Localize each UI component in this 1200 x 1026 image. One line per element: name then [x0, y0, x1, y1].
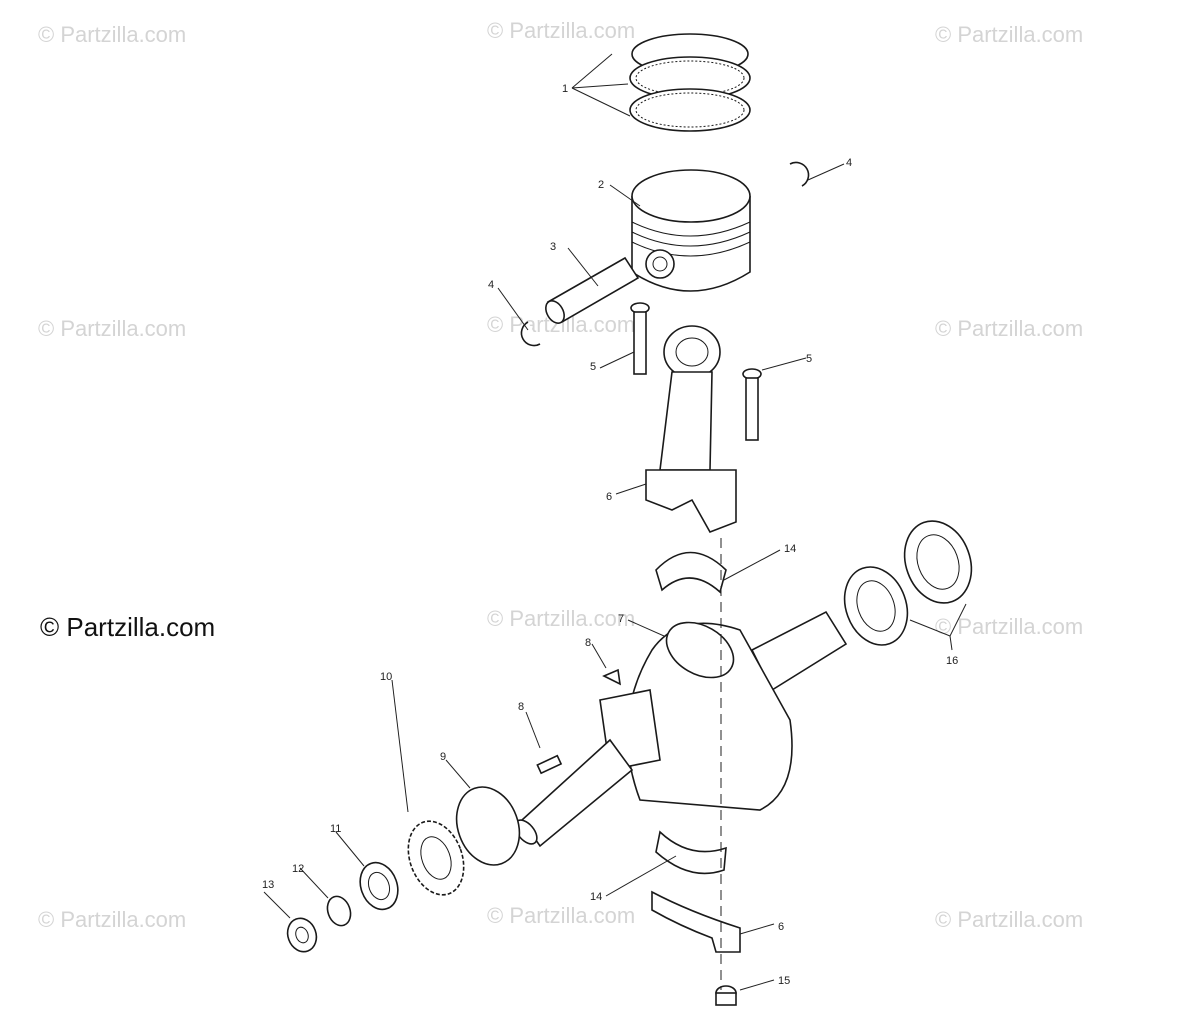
callout-12: 12	[292, 863, 304, 875]
lock-nut	[359, 861, 399, 911]
brand-copyright: © Partzilla.com	[40, 612, 216, 642]
callout-11: 11	[330, 823, 341, 835]
watermark: © Partzilla.com	[935, 614, 1084, 639]
cap-nut	[715, 985, 737, 1006]
piston-rings	[629, 33, 751, 132]
callout-15: 15	[778, 975, 790, 987]
bearing-shell-lower	[655, 830, 727, 875]
watermark: © Partzilla.com	[38, 316, 187, 341]
callout-14-upper: 14	[784, 543, 796, 555]
hex-nut	[286, 917, 318, 953]
bearing-shell-upper	[655, 551, 727, 594]
o-ring	[455, 786, 521, 866]
main-bearings	[843, 520, 973, 646]
callout-3: 3	[550, 241, 556, 253]
woodruff-key-lower	[536, 754, 563, 775]
callout-13: 13	[262, 879, 274, 891]
callout-4-left: 4	[488, 279, 494, 291]
watermark: © Partzilla.com	[935, 22, 1084, 47]
callout-16: 16	[946, 655, 958, 667]
wrist-pin	[545, 256, 640, 324]
watermark: © Partzilla.com	[38, 907, 187, 932]
woodruff-key-upper	[602, 668, 622, 686]
callout-5-left: 5	[590, 361, 596, 373]
callout-6-upper: 6	[606, 491, 612, 503]
callout-9: 9	[440, 751, 446, 763]
callout-8-lower: 8	[518, 701, 524, 713]
callout-6-lower: 6	[778, 921, 784, 933]
piston	[631, 169, 751, 292]
callout-8-upper: 8	[585, 637, 591, 649]
watermark: © Partzilla.com	[487, 18, 636, 43]
watermark: © Partzilla.com	[487, 606, 636, 631]
callout-7: 7	[618, 613, 624, 625]
watermark: © Partzilla.com	[935, 316, 1084, 341]
callout-14-lower: 14	[590, 891, 602, 903]
leader-lines	[263, 53, 967, 991]
callout-1: 1	[562, 83, 568, 95]
connecting-rod	[645, 325, 737, 533]
crankshaft	[514, 610, 848, 848]
rod-cap	[651, 890, 741, 953]
callout-5-right: 5	[806, 353, 812, 365]
circlip-right	[789, 161, 810, 187]
rod-bolt-left	[630, 302, 650, 375]
watermark: © Partzilla.com	[935, 907, 1084, 932]
watermark: © Partzilla.com	[38, 22, 187, 47]
rod-bolt-right	[742, 368, 762, 441]
washer	[326, 895, 352, 927]
watermark: © Partzilla.com	[487, 903, 636, 928]
timing-gear	[407, 820, 465, 896]
callout-4-right: 4	[846, 157, 852, 169]
callout-10: 10	[380, 671, 392, 683]
callout-2: 2	[598, 179, 604, 191]
